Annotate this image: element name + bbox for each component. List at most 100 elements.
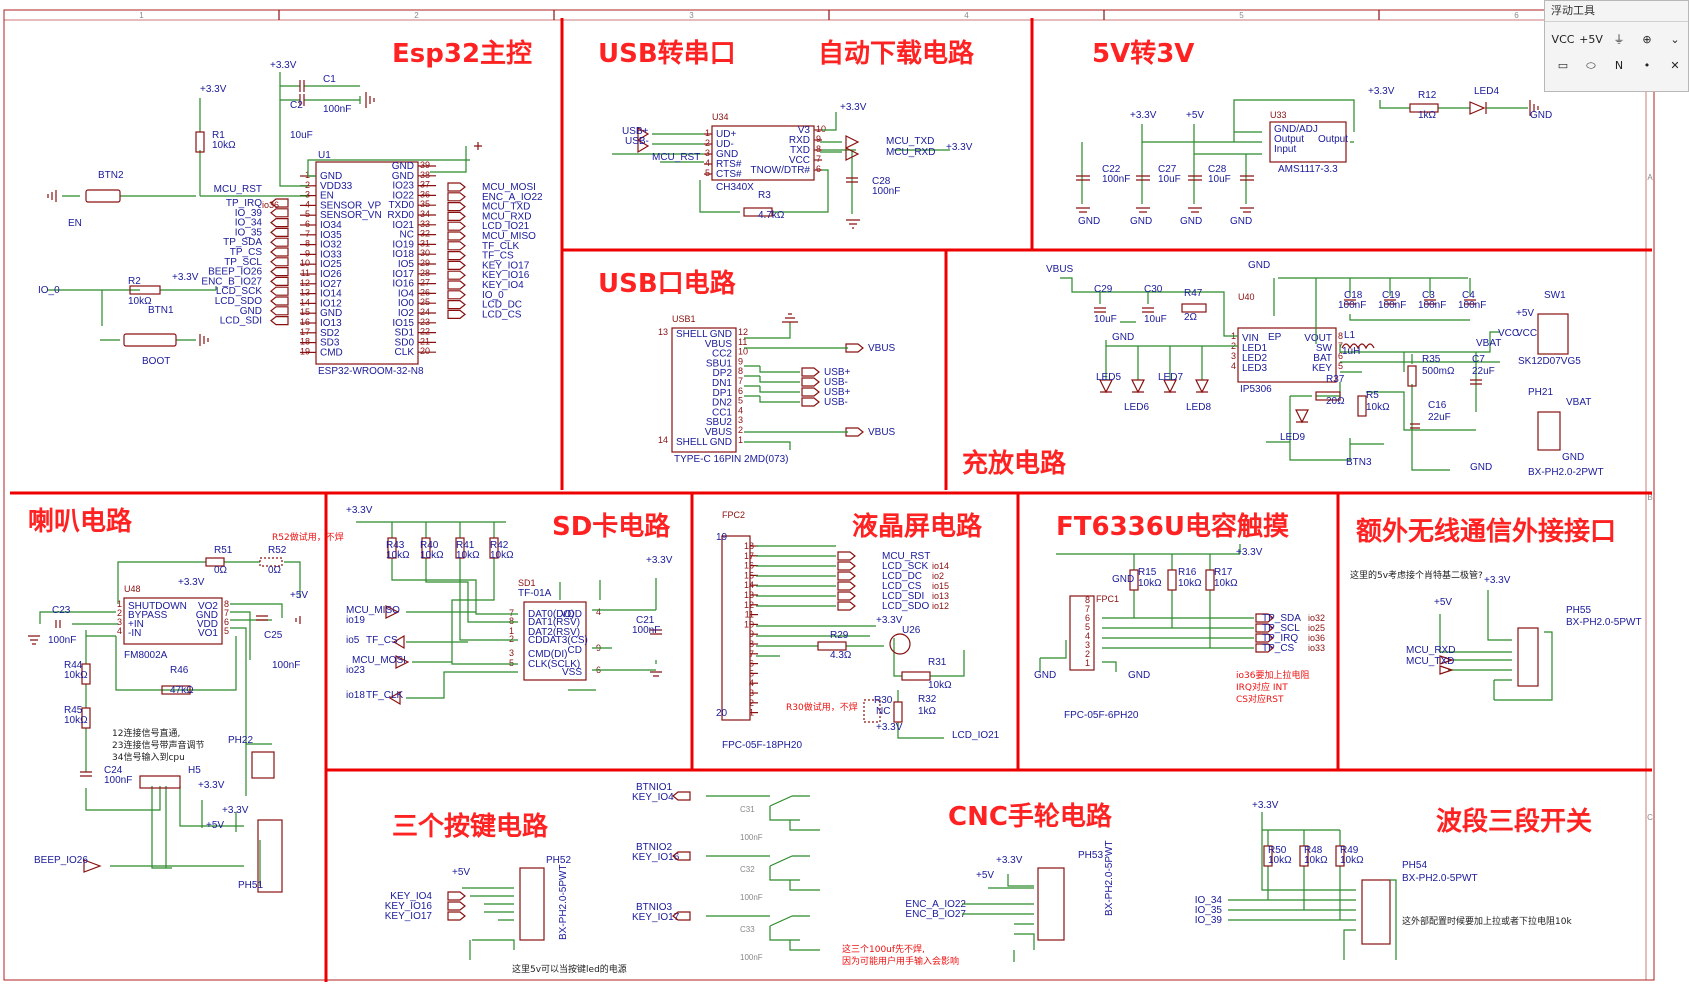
annotation-cnc: +3.3V [996,855,1023,866]
esp32-pin-label: SD0 [395,337,415,348]
ph53-value: BX-PH2.0-5PWT [1104,840,1115,916]
esp32-io36-label: io36 [262,200,279,210]
fpc2-pin-number: 12 [744,600,754,610]
annotation-band_switch: PH54 [1402,860,1427,871]
arrow-ground-tool-icon[interactable]: ⌄ [1670,33,1680,46]
tf-pin-label: DAT1(RSV) [528,617,580,628]
net-port-tool-icon[interactable]: ▭ [1557,59,1569,72]
floating-toolbar[interactable]: 浮动工具 VCC +5V ⏚ ⊕ ⌄ ▭ ⬭ N • ✕ [1544,0,1689,92]
annotation-ldo: LED4 [1474,86,1499,97]
annotation-speaker: 47kΩ [170,685,194,696]
annotation-band_switch: 10kΩ [1340,855,1364,866]
ip5306-pin-number: 3 [1231,351,1236,361]
usb-c-pin-label: SHELL [676,437,708,448]
touch-net-port [1255,623,1274,633]
annotation-sd: io18 [346,690,365,701]
esp32-right-net-label: KEY_IO17 [482,260,530,271]
fm8002a-pin-number: 3 [117,617,122,627]
annotation-usb_serial: R3 [758,190,771,201]
esp32-pin-label: IO27 [320,279,342,290]
cnc-section: BTNIO1KEY_IO4C31100nFBTNIO2KEY_IO16C3210… [632,782,1115,967]
annotation-lcd: R30 [874,695,893,706]
annotation-esp32: 10kΩ [212,140,236,151]
ch340-pin-label: UD+ [716,129,736,140]
cnc-switch-ref: BTNIO1 [636,782,673,793]
annotation-ldo: C27 [1158,164,1177,175]
annotation-charger: LED6 [1124,402,1149,413]
annotation-band_switch: R49 [1340,845,1359,856]
junction-tool-icon[interactable]: • [1643,59,1651,72]
annotation-speaker: PH51 [238,880,263,891]
esp32-pin-number: 33 [420,219,430,229]
cnc-cap-value: 100nF [740,833,763,842]
fpc2-pin-number: 13 [744,590,754,600]
annotation-touch: R17 [1214,567,1233,578]
annotation-touch: GND [1128,670,1150,681]
floating-toolbar-title: 浮动工具 [1545,1,1688,22]
ams1117-body [1269,121,1347,163]
annotation-esp32: C2 [290,100,303,111]
net-label-tool-icon[interactable]: N [1614,59,1624,72]
no-connect-tool-icon[interactable]: ✕ [1670,59,1680,72]
annotation-lcd: R29 [830,630,849,641]
esp32-pin-number: 7 [305,229,310,239]
esp32-pin-label: SENSOR_VN [320,210,382,221]
esp32-pin-number: 35 [420,199,430,209]
cnc-cap-value: 100nF [740,953,763,962]
annotation-charger: 1uH [1342,346,1360,357]
annotation-touch: 10kΩ [1178,578,1202,589]
annotation-sd: R40 [420,540,439,551]
usb-c-pin-number: 10 [738,347,748,357]
usb-c-body [671,327,737,453]
usb-c-pin-label: SBU2 [706,417,733,428]
fm8002a-pin-label: SHUTDOWN [128,601,187,612]
esp32-left-net-label: TP_IRQ [226,198,262,209]
touch-net-io: io33 [1308,643,1325,653]
fpc1-ref: FPC1 [1096,594,1119,604]
cnc-note-1: 这三个100uf先不焊, [842,943,925,955]
plus5v-tool-icon[interactable]: +5V [1579,33,1603,46]
annotation-ldo: 10uF [1208,174,1231,185]
annotation-band_switch: R50 [1268,845,1287,856]
fpc1-pin-number: 7 [1085,604,1090,614]
ip5306-pin-number: 5 [1338,361,1343,371]
usb-c-pin-label: VBUS [705,339,733,350]
net-port-bidir-tool-icon[interactable]: ⬭ [1586,59,1596,72]
annotation-speaker: 10kΩ [64,670,88,681]
esp32-pin-number: 3 [305,190,310,200]
annotation-ldo: C28 [1208,164,1227,175]
ldo-pin-label: Output [1318,134,1348,145]
band-note: 这外部配置时候要加上拉或者下拉电阻10k [1402,915,1572,927]
ground-tool-icon[interactable]: ⏚ [1613,33,1625,46]
esp32-pin-label: IO15 [392,318,414,329]
usb-c-net-label: VBUS [868,343,896,354]
esp32-title: Esp32主控 [392,39,532,69]
annotation-band_switch: 10kΩ [1304,855,1328,866]
fm8002a-pin-label: -IN [128,628,141,639]
usb-c-pin-label: DP2 [713,368,733,379]
esp32-pin-number: 2 [305,180,310,190]
esp32-pin-label: GND [320,308,342,319]
fm8002a-pin-label: VO2 [198,601,218,612]
esp32-pin-number: 19 [300,346,310,356]
earth-ground-tool-icon[interactable]: ⊕ [1642,33,1652,46]
cnc-cap-value: 100nF [740,893,763,902]
annotation-lcd: 1kΩ [918,706,937,717]
esp32-pin-number: 30 [420,248,430,258]
annotation-speaker: R51 [214,545,233,556]
ch340-pin-number: 4 [705,158,710,168]
esp32-net-port [447,202,466,212]
usb-c-pin-number: 4 [738,405,743,415]
annotation-esp32: 100nF [323,104,351,115]
annotation-charger: 500mΩ [1422,366,1455,377]
usb-c-pin-label: SBU1 [706,358,733,369]
vcc-tool-icon[interactable]: VCC [1551,33,1575,46]
esp32-pin-label: IO32 [320,240,342,251]
annotation-sd: 10kΩ [490,550,514,561]
esp32-pin-number: 36 [420,189,430,199]
ip5306-pin-label: LED3 [1242,363,1267,374]
usb-port-section: USB1 TYPE-C 16PIN 2MD(073) SHELL13SHELL1… [658,313,896,465]
annotation-ldo: R12 [1418,90,1437,101]
